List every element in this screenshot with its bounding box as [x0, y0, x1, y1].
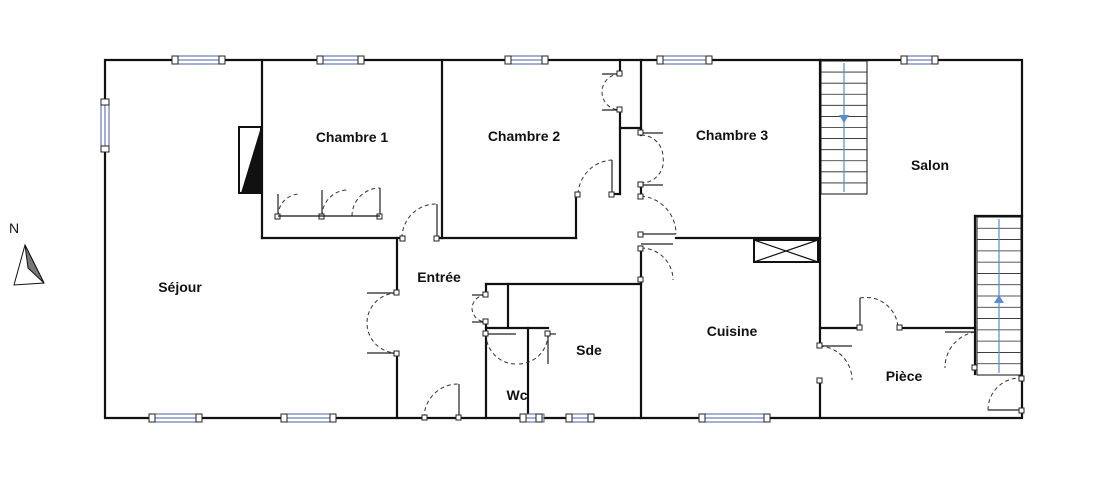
- window-bottom-wc: [519, 413, 545, 423]
- arrow-up-icon: [994, 295, 1004, 303]
- door-chambre2: [574, 159, 615, 198]
- fireplace: [238, 126, 262, 194]
- window-top-sejour: [171, 55, 226, 65]
- door-front: [421, 383, 462, 421]
- room-label-entree: Entrée: [417, 269, 461, 285]
- room-label-sde: Sde: [576, 342, 602, 358]
- ventilation-box: [753, 239, 819, 263]
- door-entree-closet: [471, 291, 489, 325]
- arrow-down-icon: [839, 115, 849, 123]
- room-label-chambre1: Chambre 1: [316, 129, 389, 145]
- window-bottom-sde: [565, 413, 595, 423]
- room-label-wc: Wc: [507, 387, 528, 403]
- compass-label: N: [9, 220, 19, 236]
- door-chambre1-closet-left: [274, 193, 301, 220]
- interior-walls: [260, 58, 1024, 420]
- window-left-sejour: [100, 98, 110, 153]
- door-chambre1: [399, 203, 440, 242]
- door-piece-top: [856, 296, 903, 331]
- window-top-chambre1: [316, 55, 365, 65]
- room-label-piece: Pièce: [886, 368, 923, 384]
- room-label-sejour: Séjour: [158, 279, 202, 295]
- door-sejour-double: [366, 289, 400, 357]
- room-label-cuisine: Cuisine: [707, 323, 758, 339]
- room-label-chambre3: Chambre 3: [696, 127, 769, 143]
- room-label-chambre2: Chambre 2: [488, 128, 561, 144]
- door-chambre1-closet-mid: [318, 189, 349, 220]
- window-bottom-sejour-2: [280, 413, 337, 423]
- windows: [100, 55, 939, 423]
- window-bottom-sejour-1: [148, 413, 203, 423]
- window-bottom-cuisine: [698, 413, 771, 423]
- door-piece-left: [816, 342, 853, 384]
- staircase-up: [976, 216, 1022, 376]
- room-label-salon: Salon: [911, 157, 949, 173]
- door-sde: [517, 330, 556, 365]
- window-top-salon: [900, 55, 939, 65]
- door-chambre2-closet: [601, 70, 623, 113]
- window-top-chambre3: [656, 55, 713, 65]
- door-stair: [944, 331, 978, 371]
- door-wc: [482, 330, 517, 365]
- door-cuisine: [637, 243, 674, 283]
- doors: [274, 70, 1025, 421]
- north-arrow-icon: N: [9, 220, 45, 286]
- door-chambre1-closet-right: [351, 187, 383, 220]
- door-chambre3-closet: [637, 129, 664, 188]
- outer-walls: [103, 58, 1024, 420]
- window-top-chambre2: [504, 55, 549, 65]
- room-labels: Séjour Chambre 1 Chambre 2 Chambre 3 Sal…: [158, 127, 949, 403]
- door-piece-exterior: [987, 375, 1025, 414]
- door-chambre3: [637, 193, 677, 238]
- staircase-down: [820, 60, 868, 195]
